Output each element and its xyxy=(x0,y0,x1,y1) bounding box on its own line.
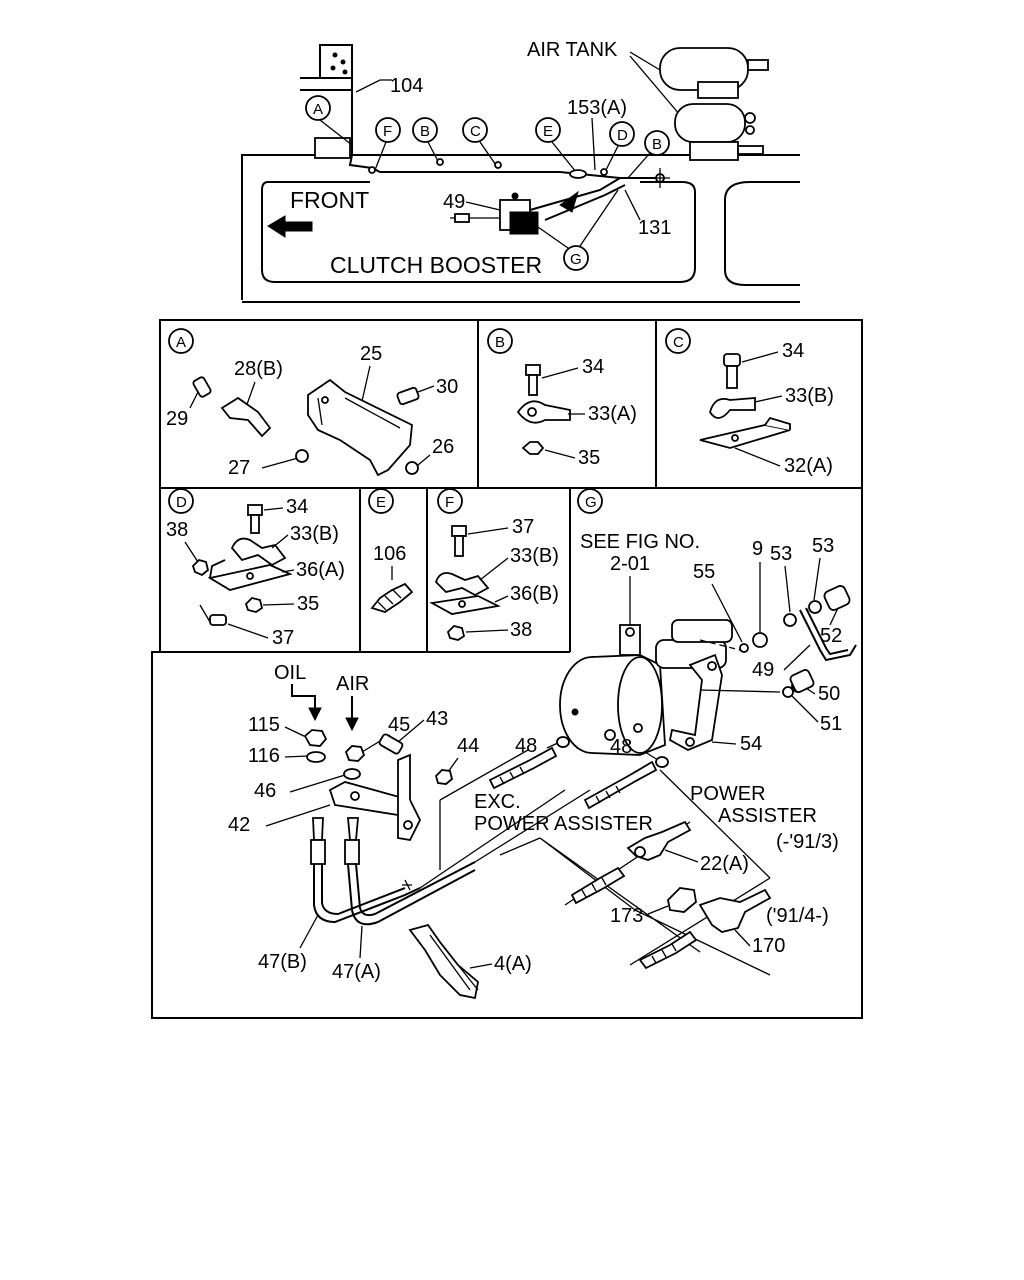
part-label-104: 104 xyxy=(390,75,423,97)
panel-d-tag: D xyxy=(176,494,187,511)
svg-text:C: C xyxy=(470,123,481,140)
part-label-53-a: 53 xyxy=(770,543,792,565)
part-label-37-f: 37 xyxy=(512,516,534,538)
callout-d: D xyxy=(609,121,635,147)
part-label-25: 25 xyxy=(360,343,382,365)
front-label: FRONT xyxy=(290,187,369,213)
bottom-panel: OIL AIR 115 116 45 43 44 46 42 xyxy=(228,662,839,1000)
panel-g: G SEE FIG NO. 2-01 9 53 53 55 52 xyxy=(559,488,857,756)
air-label: AIR xyxy=(336,673,369,695)
exc-label-2: POWER ASSISTER xyxy=(474,813,653,835)
part-label-26: 26 xyxy=(432,436,454,458)
part-label-30: 30 xyxy=(436,376,458,398)
callout-e: E xyxy=(535,117,561,143)
part-label-9: 9 xyxy=(752,538,763,560)
panel-c-tag: C xyxy=(673,334,684,351)
power-assister-date-old: (-'91/3) xyxy=(776,831,839,853)
part-label-38-d: 38 xyxy=(166,519,188,541)
panel-b: B 34 33(A) 35 xyxy=(487,328,637,469)
oil-label: OIL xyxy=(274,662,306,684)
part-label-49-g: 49 xyxy=(752,659,774,681)
part-label-46: 46 xyxy=(254,780,276,802)
part-label-36b: 36(B) xyxy=(510,583,559,605)
part-label-27: 27 xyxy=(228,457,250,479)
part-label-33b-d: 33(B) xyxy=(290,523,339,545)
fig-number-label: 2-01 xyxy=(610,553,650,575)
part-label-48-a: 48 xyxy=(515,735,537,757)
part-label-34: 34 xyxy=(582,356,604,378)
power-assister-date-new: ('91/4-) xyxy=(766,905,829,927)
air-tank-label: AIR TANK xyxy=(527,39,618,61)
svg-text:D: D xyxy=(617,127,628,144)
part-label-29: 29 xyxy=(166,408,188,430)
part-label-47a: 47(A) xyxy=(332,961,381,983)
part-label-52: 52 xyxy=(820,625,842,647)
panel-e-tag: E xyxy=(376,494,386,511)
part-label-33a: 33(A) xyxy=(588,403,637,425)
part-label-50: 50 xyxy=(818,683,840,705)
part-label-4a: 4(A) xyxy=(494,953,532,975)
part-label-153a: 153(A) xyxy=(567,97,627,119)
part-label-28b: 28(B) xyxy=(234,358,283,380)
part-label-35-d: 35 xyxy=(297,593,319,615)
callout-b-2: B xyxy=(644,130,670,156)
part-label-49: 49 xyxy=(443,191,465,213)
callout-f: F xyxy=(375,117,401,143)
svg-text:E: E xyxy=(543,123,553,140)
exc-label-1: EXC. xyxy=(474,791,521,813)
part-label-43: 43 xyxy=(426,708,448,730)
panel-f-tag: F xyxy=(445,494,454,511)
part-label-106: 106 xyxy=(373,543,406,565)
part-label-34-d: 34 xyxy=(286,496,308,518)
panel-a: A 25 28(B) 29 30 26 27 xyxy=(166,328,458,479)
power-assister-label-1: POWER xyxy=(690,783,766,805)
panel-d: D 38 34 33(B) 36(A) 35 37 xyxy=(166,488,345,649)
part-label-55: 55 xyxy=(693,561,715,583)
part-label-53-b: 53 xyxy=(812,535,834,557)
svg-text:F: F xyxy=(383,123,392,140)
callout-b: B xyxy=(412,117,438,143)
part-label-48-b: 48 xyxy=(610,736,632,758)
part-label-115: 115 xyxy=(248,714,280,736)
part-label-42: 42 xyxy=(228,814,250,836)
part-label-173: 173 xyxy=(610,905,643,927)
part-label-32a: 32(A) xyxy=(784,455,833,477)
part-label-44: 44 xyxy=(457,735,479,757)
part-label-33b-f: 33(B) xyxy=(510,545,559,567)
callout-c: C xyxy=(462,117,488,143)
svg-text:B: B xyxy=(652,136,662,153)
power-assister-label-2: ASSISTER xyxy=(718,805,817,827)
part-label-36a: 36(A) xyxy=(296,559,345,581)
part-label-38-f: 38 xyxy=(510,619,532,641)
panel-a-tag: A xyxy=(176,334,186,351)
panel-e: E 106 xyxy=(368,488,414,613)
part-label-116: 116 xyxy=(248,745,280,767)
part-label-22a: 22(A) xyxy=(700,853,749,875)
panel-f: F 37 33(B) 36(B) 38 xyxy=(429,488,559,641)
part-label-47b: 47(B) xyxy=(258,951,307,973)
callout-a-letter: A xyxy=(313,101,323,118)
svg-text:B: B xyxy=(420,123,430,140)
part-label-34-c: 34 xyxy=(782,340,804,362)
callout-g: G xyxy=(563,245,589,271)
panel-g-tag: G xyxy=(585,494,597,511)
part-label-33b-c: 33(B) xyxy=(785,385,834,407)
panel-b-tag: B xyxy=(495,334,505,351)
callout-a: A xyxy=(305,95,331,121)
part-label-170: 170 xyxy=(752,935,785,957)
part-label-51: 51 xyxy=(820,713,842,735)
svg-text:G: G xyxy=(570,251,582,268)
see-fig-label: SEE FIG NO. xyxy=(580,531,700,553)
part-label-131: 131 xyxy=(638,217,671,239)
part-label-45: 45 xyxy=(388,714,410,736)
panel-c: C 34 33(B) 32(A) xyxy=(665,328,834,477)
part-label-54: 54 xyxy=(740,733,762,755)
overview-section: 104 A F B C E 153(A) xyxy=(241,39,800,303)
part-label-37-d: 37 xyxy=(272,627,294,649)
clutch-booster-label: CLUTCH BOOSTER xyxy=(330,252,542,278)
part-label-35: 35 xyxy=(578,447,600,469)
